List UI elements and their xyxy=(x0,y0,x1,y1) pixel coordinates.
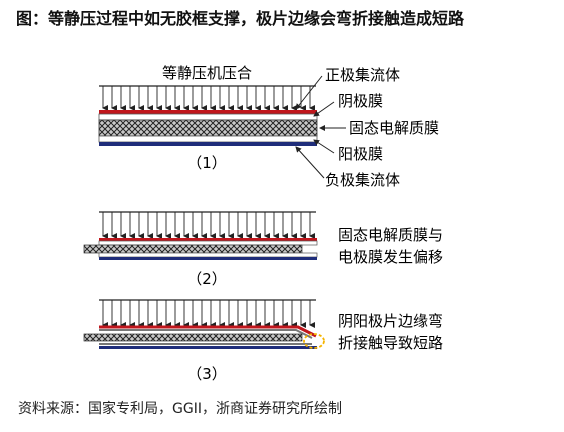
positive-collector-bent xyxy=(99,325,317,338)
stage2-text-line2: 电极膜发生偏移 xyxy=(338,248,443,266)
label-anode: 阳极膜 xyxy=(338,145,383,163)
electrolyte-layer xyxy=(98,119,318,137)
electrolyte-layer-shifted xyxy=(83,244,303,254)
electrolyte-layer-shifted-3 xyxy=(83,333,303,342)
anode-layer xyxy=(98,135,318,143)
label-negative-collector: 负极集流体 xyxy=(325,171,400,189)
caption-1: （1） xyxy=(187,154,227,172)
label-electrolyte: 固态电解质膜 xyxy=(349,119,439,137)
callout-cathode xyxy=(313,101,335,117)
callout-negative-collector xyxy=(295,146,325,179)
stage-3: 阴阳极片边缘弯 折接触导致短路 （3） xyxy=(83,299,443,383)
positive-collector-layer-2 xyxy=(99,238,317,241)
callout-positive-collector xyxy=(295,75,323,110)
negative-collector-layer xyxy=(99,142,317,146)
stage2-text-line1: 固态电解质膜与 xyxy=(338,226,443,244)
negative-collector-layer-3 xyxy=(99,346,317,349)
figure-title: 图：等静压过程中如无胶框支撑，极片边缘会弯折接触造成短路 xyxy=(16,9,465,28)
callout-anode xyxy=(313,139,335,154)
positive-collector-layer xyxy=(99,110,317,114)
stage-2: 固态电解质膜与 电极膜发生偏移 （2） xyxy=(83,211,443,288)
label-positive-collector: 正极集流体 xyxy=(325,66,400,84)
stage3-text-line1: 阴阳极片边缘弯 xyxy=(338,312,443,330)
caption-2: （2） xyxy=(187,270,227,288)
press-label: 等静压机压合 xyxy=(162,64,252,82)
press-arrows-2 xyxy=(102,212,315,239)
caption-3: （3） xyxy=(187,365,227,383)
negative-collector-layer-2 xyxy=(99,257,317,260)
short-circuit-marker xyxy=(303,333,325,349)
stage-1: 等静压机压合 正极集流体 阴极膜 固态电解质膜 阳极膜 负极集流体 （1） xyxy=(98,64,439,189)
cathode-layer-2 xyxy=(98,240,318,246)
source-note: 资料来源：国家专利局，GGII，浙商证券研究所绘制 xyxy=(18,401,342,417)
label-cathode: 阴极膜 xyxy=(338,92,383,110)
press-arrows xyxy=(102,86,315,111)
press-arrows-3 xyxy=(102,300,315,328)
cathode-layer xyxy=(98,113,318,121)
anode-layer-2 xyxy=(98,252,318,258)
stage3-text-line2: 折接触导致短路 xyxy=(338,334,443,352)
